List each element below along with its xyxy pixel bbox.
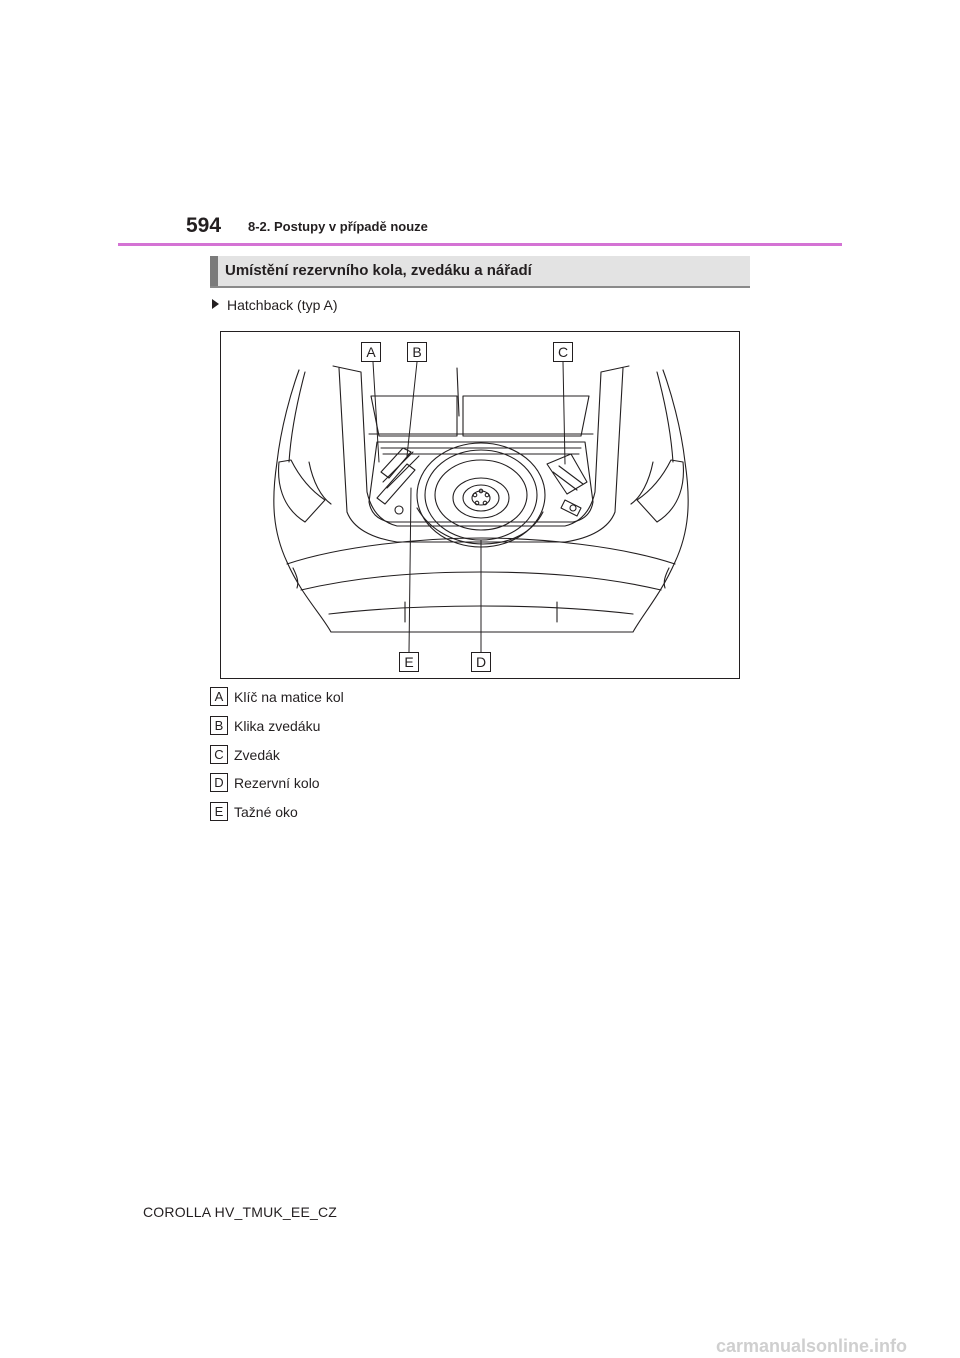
legend-label: Klíč na matice kol xyxy=(234,689,344,705)
section-heading: Umístění rezervního kola, zvedáku a nářa… xyxy=(210,256,750,288)
header-rule xyxy=(118,243,842,246)
callout-e: E xyxy=(399,652,419,672)
legend-label: Rezervní kolo xyxy=(234,775,320,791)
trunk-illustration: A B C E D xyxy=(220,331,740,679)
car-trunk-drawing xyxy=(273,361,689,653)
heading-text: Umístění rezervního kola, zvedáku a nářa… xyxy=(225,262,532,279)
heading-accent xyxy=(210,256,218,286)
page-number: 594 xyxy=(186,214,222,237)
callout-c: C xyxy=(553,342,573,362)
legend-label: Tažné oko xyxy=(234,804,298,820)
document-footer: COROLLA HV_TMUK_EE_CZ xyxy=(143,1204,338,1220)
callout-b: B xyxy=(407,342,427,362)
legend-badge: B xyxy=(210,716,228,735)
triangle-bullet-icon xyxy=(212,299,219,309)
callout-d: D xyxy=(471,652,491,672)
callout-a: A xyxy=(361,342,381,362)
variant-line: Hatchback (typ A) xyxy=(212,296,338,314)
legend-badge: D xyxy=(210,773,228,792)
legend-label: Zvedák xyxy=(234,747,280,763)
legend-badge: A xyxy=(210,687,228,706)
watermark: carmanualsonline.info xyxy=(716,1336,908,1356)
legend-label: Klika zvedáku xyxy=(234,718,321,734)
legend-badge: C xyxy=(210,745,228,764)
legend-badge: E xyxy=(210,802,228,821)
section-title: 8-2. Postupy v případě nouze xyxy=(248,219,428,234)
variant-label: Hatchback (typ A) xyxy=(227,297,338,313)
